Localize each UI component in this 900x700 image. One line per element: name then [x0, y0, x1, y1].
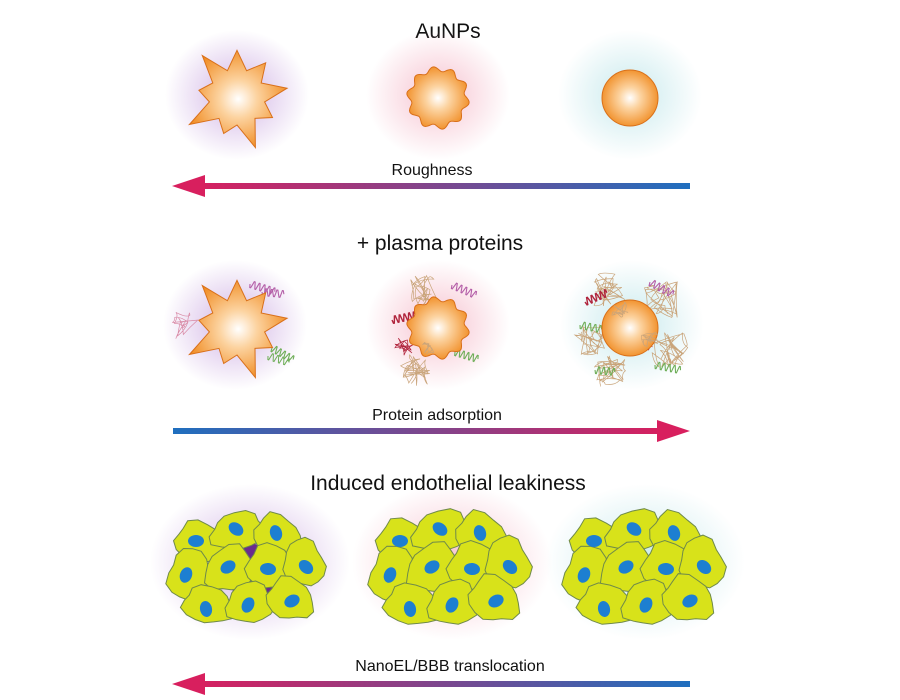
protein-coil — [400, 354, 430, 386]
spiky-gold-nanoparticle — [188, 49, 289, 150]
smooth-gold-nanoparticle — [601, 299, 659, 357]
cell-nucleus — [667, 525, 681, 541]
protein-coil — [422, 342, 435, 354]
section-aunps: AuNPs Roughness — [165, 20, 702, 197]
cell-nucleus — [383, 567, 397, 583]
protein-corona-sparse — [172, 281, 295, 366]
protein-helix — [450, 282, 478, 298]
cell-nucleus — [445, 597, 459, 613]
protein-helix — [584, 288, 608, 306]
arrow-label-protein-adsorption: Protein adsorption — [372, 407, 502, 424]
cell-nucleus — [432, 522, 448, 536]
cell-nucleus — [626, 522, 642, 536]
protein-coil — [593, 272, 626, 307]
section-plasma-proteins: + plasma proteins Protein adsorption — [163, 232, 704, 442]
smooth-gold-nanoparticle — [601, 69, 659, 127]
cell-nucleus — [241, 597, 255, 613]
protein-coil — [640, 332, 659, 348]
cell-nucleus — [179, 567, 193, 583]
cell-nucleus — [188, 535, 204, 547]
arrow-label-nanoel-bbb: NanoEL/BBB translocation — [355, 658, 544, 675]
cell-nucleus — [696, 560, 712, 574]
cell-nucleus — [577, 567, 591, 583]
cell-nucleus — [269, 525, 283, 541]
cell-nucleus — [488, 594, 504, 608]
wavy-gold-nanoparticle — [406, 296, 470, 360]
protein-coil — [394, 337, 413, 356]
cell-nucleus — [228, 522, 244, 536]
endothelial-cell-cluster-medium-gaps — [367, 508, 533, 625]
protein-helix — [654, 361, 682, 374]
arrow-label-roughness: Roughness — [392, 162, 473, 179]
cell-nucleus — [682, 594, 698, 608]
protein-helix — [594, 366, 616, 376]
cell-nucleus — [284, 594, 300, 608]
protein-helix — [648, 279, 675, 297]
endothelial-cell-cluster-large-gaps — [165, 509, 327, 624]
cell-nucleus — [403, 601, 417, 617]
wavy-gold-nanoparticle — [406, 66, 470, 130]
cell-nucleus — [502, 560, 518, 574]
protein-coil — [651, 332, 689, 368]
protein-helix — [579, 321, 603, 333]
spiky-gold-nanoparticle — [188, 279, 289, 380]
arrow-protein-adsorption — [173, 420, 690, 442]
arrow-roughness — [172, 175, 690, 197]
arrow-nanoel-bbb-translocation — [172, 673, 690, 695]
protein-coil — [172, 312, 199, 339]
cell-nucleus — [199, 601, 213, 617]
section-endothelial-leakiness: Induced endothelial leakiness NanoEL/BBB… — [150, 472, 745, 695]
cell-nucleus — [658, 562, 674, 576]
protein-coil — [410, 274, 439, 305]
cell-nucleus — [639, 597, 653, 613]
cell-nucleus — [597, 601, 611, 617]
cell-nucleus — [473, 525, 487, 541]
cell-nucleus — [220, 560, 236, 574]
cell-nucleus — [392, 535, 408, 547]
cell-nucleus — [618, 560, 634, 574]
protein-corona-front — [422, 301, 659, 354]
protein-coil — [573, 324, 606, 356]
cell-nucleus — [298, 560, 314, 574]
cell-nucleus — [464, 562, 480, 576]
title-endothelial-leakiness: Induced endothelial leakiness — [310, 472, 586, 495]
endothelial-cell-cluster-small-gaps — [561, 508, 727, 625]
protein-coil — [593, 355, 627, 387]
protein-helix — [267, 353, 290, 366]
cell-nucleus — [424, 560, 440, 574]
cell-nucleus — [260, 562, 276, 576]
protein-helix — [270, 345, 295, 362]
protein-helix — [261, 288, 285, 298]
title-plasma-proteins: + plasma proteins — [357, 232, 523, 255]
protein-coil — [611, 301, 629, 318]
cell-nucleus — [586, 535, 602, 547]
